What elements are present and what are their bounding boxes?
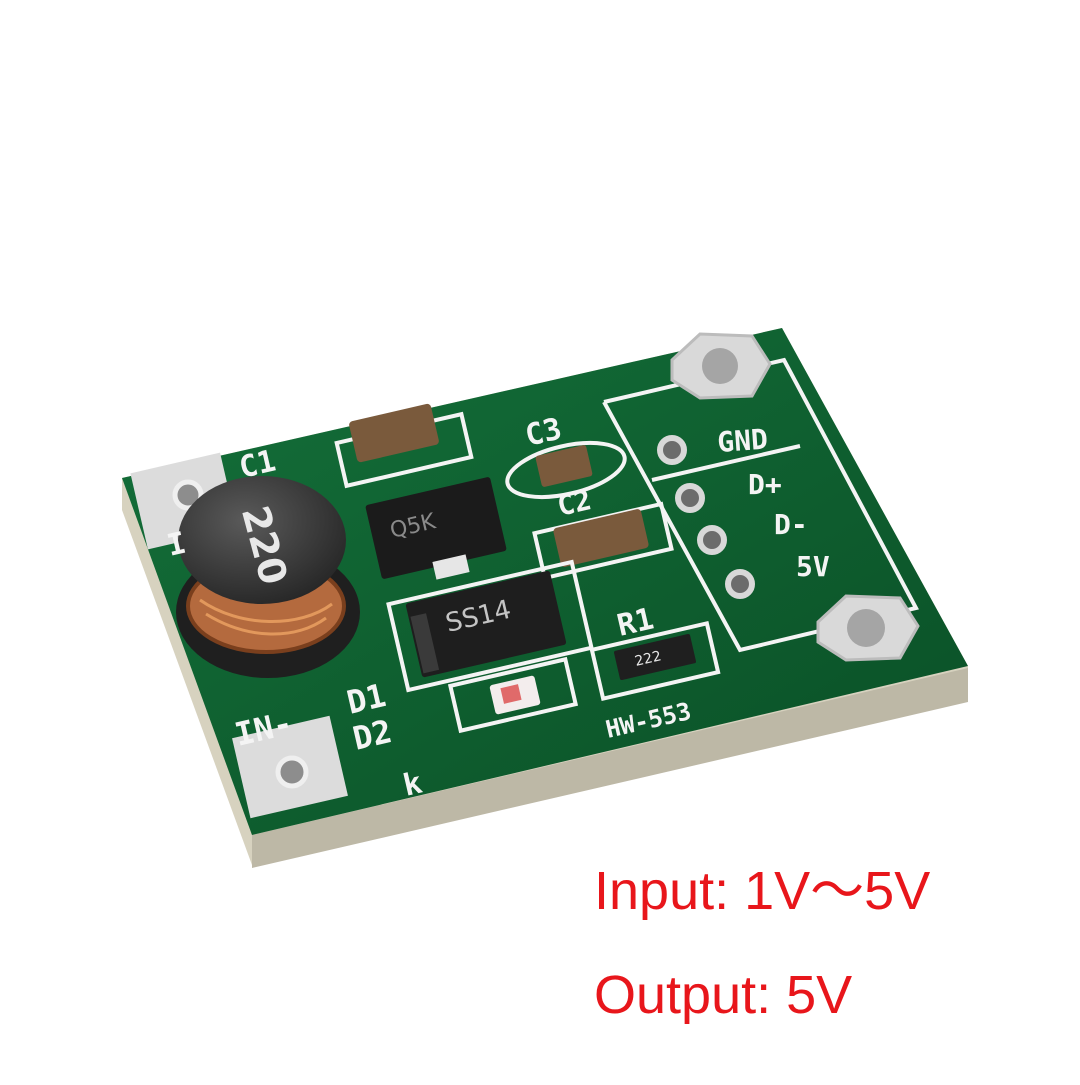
capacitor-c2 xyxy=(553,509,649,567)
hole-in-plus xyxy=(172,479,204,511)
hole-5v xyxy=(847,609,885,647)
label-5v: 5V xyxy=(796,550,830,583)
chip-q5k xyxy=(365,477,507,579)
led-lens xyxy=(500,684,522,704)
label-c1: C1 xyxy=(236,444,279,486)
pin-d-plus xyxy=(675,483,705,513)
resistor-marking: 222 xyxy=(633,648,663,670)
hole-gnd xyxy=(702,348,738,384)
label-gnd: GND xyxy=(716,423,769,459)
label-c2: C2 xyxy=(554,483,594,523)
inductor-wire xyxy=(199,598,333,636)
diode-frame xyxy=(386,559,594,693)
capacitor-c3 xyxy=(535,445,593,487)
header-divider xyxy=(651,444,801,482)
c3-outline xyxy=(505,440,627,500)
capacitor-c1 xyxy=(349,403,439,463)
pin-5v xyxy=(725,569,755,599)
label-d-minus: D- xyxy=(774,508,808,541)
label-d2: D2 xyxy=(349,712,395,758)
led-frame xyxy=(447,656,579,734)
output-voltage-caption: Output: 5V xyxy=(594,965,853,1025)
pin-gnd xyxy=(657,435,687,465)
hole-in-minus xyxy=(275,755,309,789)
inductor-top xyxy=(178,476,346,604)
r1-frame xyxy=(589,620,721,702)
input-voltage-caption: Input: 1V～5V xyxy=(594,861,931,921)
pin-d-minus xyxy=(697,525,727,555)
label-c3: C3 xyxy=(522,412,565,454)
label-r1: R1 xyxy=(614,602,657,644)
label-d1: D1 xyxy=(343,676,389,722)
resistor-r1 xyxy=(614,634,696,680)
label-d-plus: D+ xyxy=(748,468,782,501)
diode-ss14 xyxy=(405,570,567,678)
diode-band xyxy=(410,613,440,674)
pcb-edge-shadow xyxy=(252,668,968,868)
chip-pin xyxy=(432,554,470,580)
